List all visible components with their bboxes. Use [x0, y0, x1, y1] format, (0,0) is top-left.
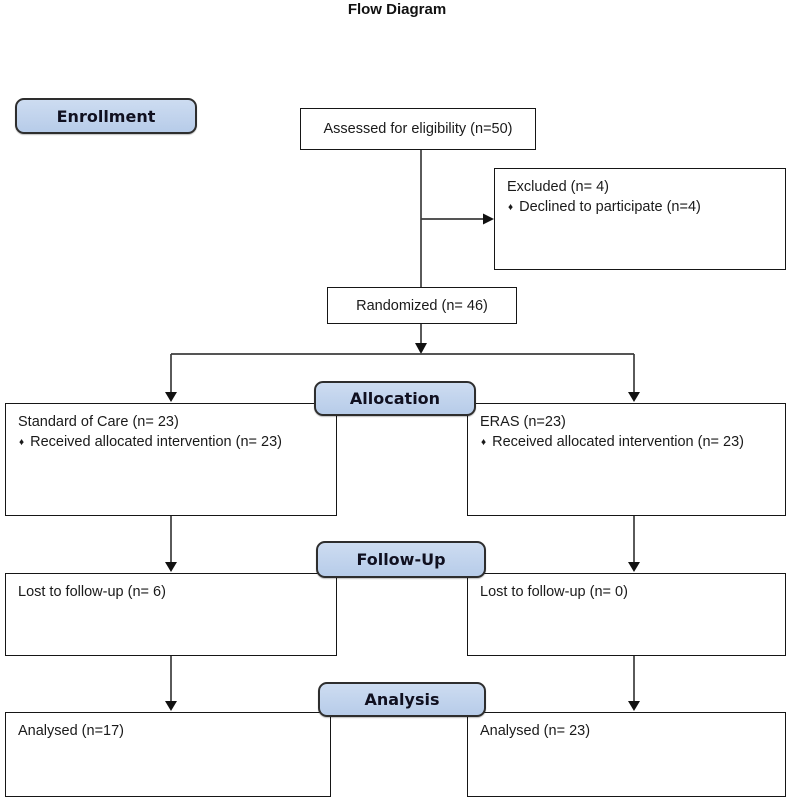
page-title: Flow Diagram — [347, 1, 447, 18]
stage-label-analysis: Analysis — [318, 682, 486, 717]
stage-label-followup: Follow-Up — [316, 541, 486, 578]
connector-alloc-to-followup-left-arrow — [165, 516, 177, 572]
randomized-box: Randomized (n= 46) — [327, 287, 517, 324]
allocation-eras-box: ERAS (n=23) ♦ Received allocated interve… — [467, 403, 786, 516]
followup-left-text: Lost to follow-up (n= 6) — [18, 584, 166, 600]
alloc-left-title: Standard of Care (n= 23) — [18, 414, 179, 430]
connector-split-to-alloc-left-arrow — [165, 354, 177, 402]
stage-allocation-text: Allocation — [349, 389, 441, 408]
stage-label-allocation: Allocation — [314, 381, 476, 416]
excluded-box: Excluded (n= 4) ♦ Declined to participat… — [494, 168, 786, 270]
alloc-right-title: ERAS (n=23) — [480, 414, 566, 430]
analysis-right-text: Analysed (n= 23) — [480, 723, 591, 739]
analysis-left-text: Analysed (n=17) — [18, 723, 124, 739]
allocation-standard-of-care-box: Standard of Care (n= 23) ♦ Received allo… — [5, 403, 337, 516]
stage-label-enrollment: Enrollment — [15, 98, 197, 134]
followup-left-box: Lost to follow-up (n= 6) — [5, 573, 337, 656]
alloc-left-bullet-text: Received allocated intervention (n= 23) — [30, 434, 282, 450]
connector-followup-to-analysis-right-arrow — [628, 656, 640, 711]
diamond-bullet-icon: ♦ — [481, 437, 487, 448]
connector-alloc-to-followup-right-arrow — [628, 516, 640, 572]
diamond-bullet-icon: ♦ — [19, 437, 25, 448]
excluded-title: Excluded (n= 4) — [507, 179, 609, 195]
alloc-left-bullet-line: ♦ Received allocated intervention (n= 23… — [18, 432, 324, 454]
alloc-right-bullet-line: ♦ Received allocated intervention (n= 23… — [480, 432, 773, 454]
excluded-bullet-text: Declined to participate (n=4) — [519, 199, 701, 215]
connector-assessed-to-excluded-arrow — [421, 213, 494, 225]
stage-analysis-text: Analysis — [364, 690, 440, 709]
connector-randomized-to-split-arrow — [415, 324, 427, 354]
stage-enrollment-text: Enrollment — [56, 106, 156, 126]
excluded-bullet-line: ♦ Declined to participate (n=4) — [507, 197, 773, 219]
alloc-right-bullet-text: Received allocated intervention (n= 23) — [492, 434, 744, 450]
assessed-eligibility-text: Assessed for eligibility (n=50) — [323, 121, 513, 137]
randomized-text: Randomized (n= 46) — [356, 297, 488, 314]
diamond-bullet-icon: ♦ — [508, 202, 514, 213]
assessed-eligibility-box: Assessed for eligibility (n=50) — [300, 108, 536, 150]
analysis-left-box: Analysed (n=17) — [5, 712, 331, 797]
followup-right-box: Lost to follow-up (n= 0) — [467, 573, 786, 656]
connector-split-to-alloc-right-arrow — [628, 354, 640, 402]
stage-followup-text: Follow-Up — [356, 550, 446, 569]
analysis-right-box: Analysed (n= 23) — [467, 712, 786, 797]
followup-right-text: Lost to follow-up (n= 0) — [480, 584, 628, 600]
connector-followup-to-analysis-left-arrow — [165, 656, 177, 711]
